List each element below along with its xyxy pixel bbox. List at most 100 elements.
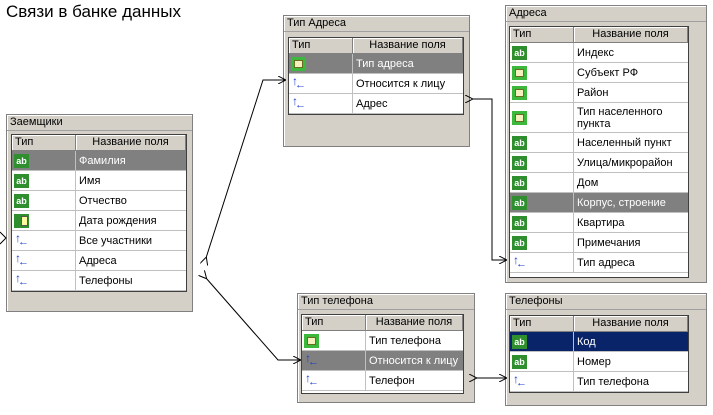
type-cell[interactable] [510,63,574,82]
table-row[interactable]: Индекс [510,43,688,63]
table-row[interactable]: Все участники [12,231,186,251]
table-row[interactable]: Относится к лицу [302,351,463,371]
column-header-type[interactable]: Тип [510,27,574,42]
field-name-cell[interactable]: Номер [577,355,611,368]
type-cell[interactable] [510,173,574,192]
table-row[interactable]: Тип населенного пункта [510,103,688,133]
type-cell[interactable] [289,54,353,73]
table-window-tip-adresa[interactable]: Тип Адреса Тип Название поля Тип адресаО… [283,15,470,147]
table-row[interactable]: Дата рождения [12,211,186,231]
type-cell[interactable] [510,103,574,132]
column-header-type[interactable]: Тип [302,315,366,330]
field-name-cell[interactable]: Тип населенного пункта [577,105,663,130]
field-name-cell[interactable]: Корпус, строение [577,196,666,209]
field-name-cell[interactable]: Квартира [577,216,625,229]
table-row[interactable]: Телефон [302,371,463,391]
field-name-cell[interactable]: Тип адреса [356,57,414,70]
table-window-telefony[interactable]: Телефоны Тип Название поля КодНомерТип т… [505,293,707,406]
type-cell[interactable] [510,332,574,351]
field-grid[interactable]: Тип Название поля Тип телефонаОтносится … [301,314,464,394]
type-cell[interactable] [289,94,353,113]
column-header-name[interactable]: Название поля [366,315,463,330]
column-header-name[interactable]: Название поля [574,316,688,331]
column-header-type[interactable]: Тип [12,135,76,150]
table-row[interactable]: Адреса [12,251,186,271]
table-row[interactable]: Населенный пункт [510,133,688,153]
table-window-tip-telefona[interactable]: Тип телефона Тип Название поля Тип телеф… [297,293,475,403]
field-name-cell[interactable]: Относится к лицу [369,354,459,367]
table-row[interactable]: Имя [12,171,186,191]
type-cell[interactable] [302,351,366,370]
column-header-type[interactable]: Тип [510,316,574,331]
type-cell[interactable] [510,213,574,232]
field-name-cell[interactable]: Тип телефона [369,334,441,347]
type-cell[interactable] [12,231,76,250]
type-cell[interactable] [510,372,574,391]
field-name-cell[interactable]: Улица/микрорайон [577,156,673,169]
table-row[interactable]: Телефоны [12,271,186,291]
field-name-cell[interactable]: Индекс [577,46,614,59]
table-row[interactable]: Отчество [12,191,186,211]
field-name-cell[interactable]: Отчество [79,194,127,207]
type-cell[interactable] [510,153,574,172]
type-cell[interactable] [12,151,76,170]
type-cell[interactable] [12,271,76,290]
field-name-cell[interactable]: Примечания [577,236,641,249]
table-row[interactable]: Фамилия [12,151,186,171]
table-row[interactable]: Улица/микрорайон [510,153,688,173]
type-cell[interactable] [12,191,76,210]
column-header-name[interactable]: Название поля [76,135,186,150]
field-name-cell[interactable]: Субъект РФ [577,66,639,79]
type-cell[interactable] [12,171,76,190]
field-grid[interactable]: Тип Название поля КодНомерТип телефона [509,315,689,393]
table-row[interactable]: Номер [510,352,688,372]
column-header-type[interactable]: Тип [289,38,353,53]
table-row[interactable]: Адрес [289,94,463,114]
type-cell[interactable] [302,331,366,350]
field-name-cell[interactable]: Фамилия [79,154,126,167]
type-cell[interactable] [510,253,574,272]
type-cell[interactable] [510,233,574,252]
table-row[interactable]: Примечания [510,233,688,253]
type-cell[interactable] [510,352,574,371]
field-name-cell[interactable]: Тип адреса [577,256,635,269]
table-window-zaemshchiki[interactable]: Заемщики Тип Название поля ФамилияИмяОтч… [6,114,193,312]
type-cell[interactable] [510,193,574,212]
type-cell[interactable] [12,251,76,270]
field-name-cell[interactable]: Район [577,86,609,99]
type-cell[interactable] [289,74,353,93]
table-row[interactable]: Тип адреса [289,54,463,74]
type-cell[interactable] [12,211,76,230]
field-name-cell[interactable]: Дата рождения [79,214,157,227]
field-grid[interactable]: Тип Название поля ФамилияИмяОтчествоДата… [11,134,187,292]
type-cell[interactable] [510,133,574,152]
table-row[interactable]: Код [510,332,688,352]
field-name-cell[interactable]: Телефон [369,374,415,387]
table-row[interactable]: Относится к лицу [289,74,463,94]
field-name-cell[interactable]: Телефоны [79,274,133,287]
field-name-cell[interactable]: Дом [577,176,599,189]
type-cell[interactable] [510,43,574,62]
column-header-name[interactable]: Название поля [574,27,688,42]
table-row[interactable]: Квартира [510,213,688,233]
column-header-name[interactable]: Название поля [353,38,463,53]
field-name-cell[interactable]: Адреса [79,254,117,267]
field-name-cell[interactable]: Тип телефона [577,375,649,388]
table-row[interactable]: Субъект РФ [510,63,688,83]
type-cell[interactable] [302,371,366,390]
table-row[interactable]: Дом [510,173,688,193]
table-row[interactable]: Корпус, строение [510,193,688,213]
field-name-cell[interactable]: Адрес [356,97,388,110]
field-name-cell[interactable]: Все участники [79,234,153,247]
field-name-cell[interactable]: Код [577,335,596,348]
field-grid[interactable]: Тип Название поля Тип адресаОтносится к … [288,37,464,115]
type-cell[interactable] [510,83,574,102]
table-row[interactable]: Тип телефона [510,372,688,392]
field-name-cell[interactable]: Населенный пункт [577,136,672,149]
table-row[interactable]: Район [510,83,688,103]
table-row[interactable]: Тип адреса [510,253,688,273]
field-name-cell[interactable]: Относится к лицу [356,77,446,90]
table-row[interactable]: Тип телефона [302,331,463,351]
